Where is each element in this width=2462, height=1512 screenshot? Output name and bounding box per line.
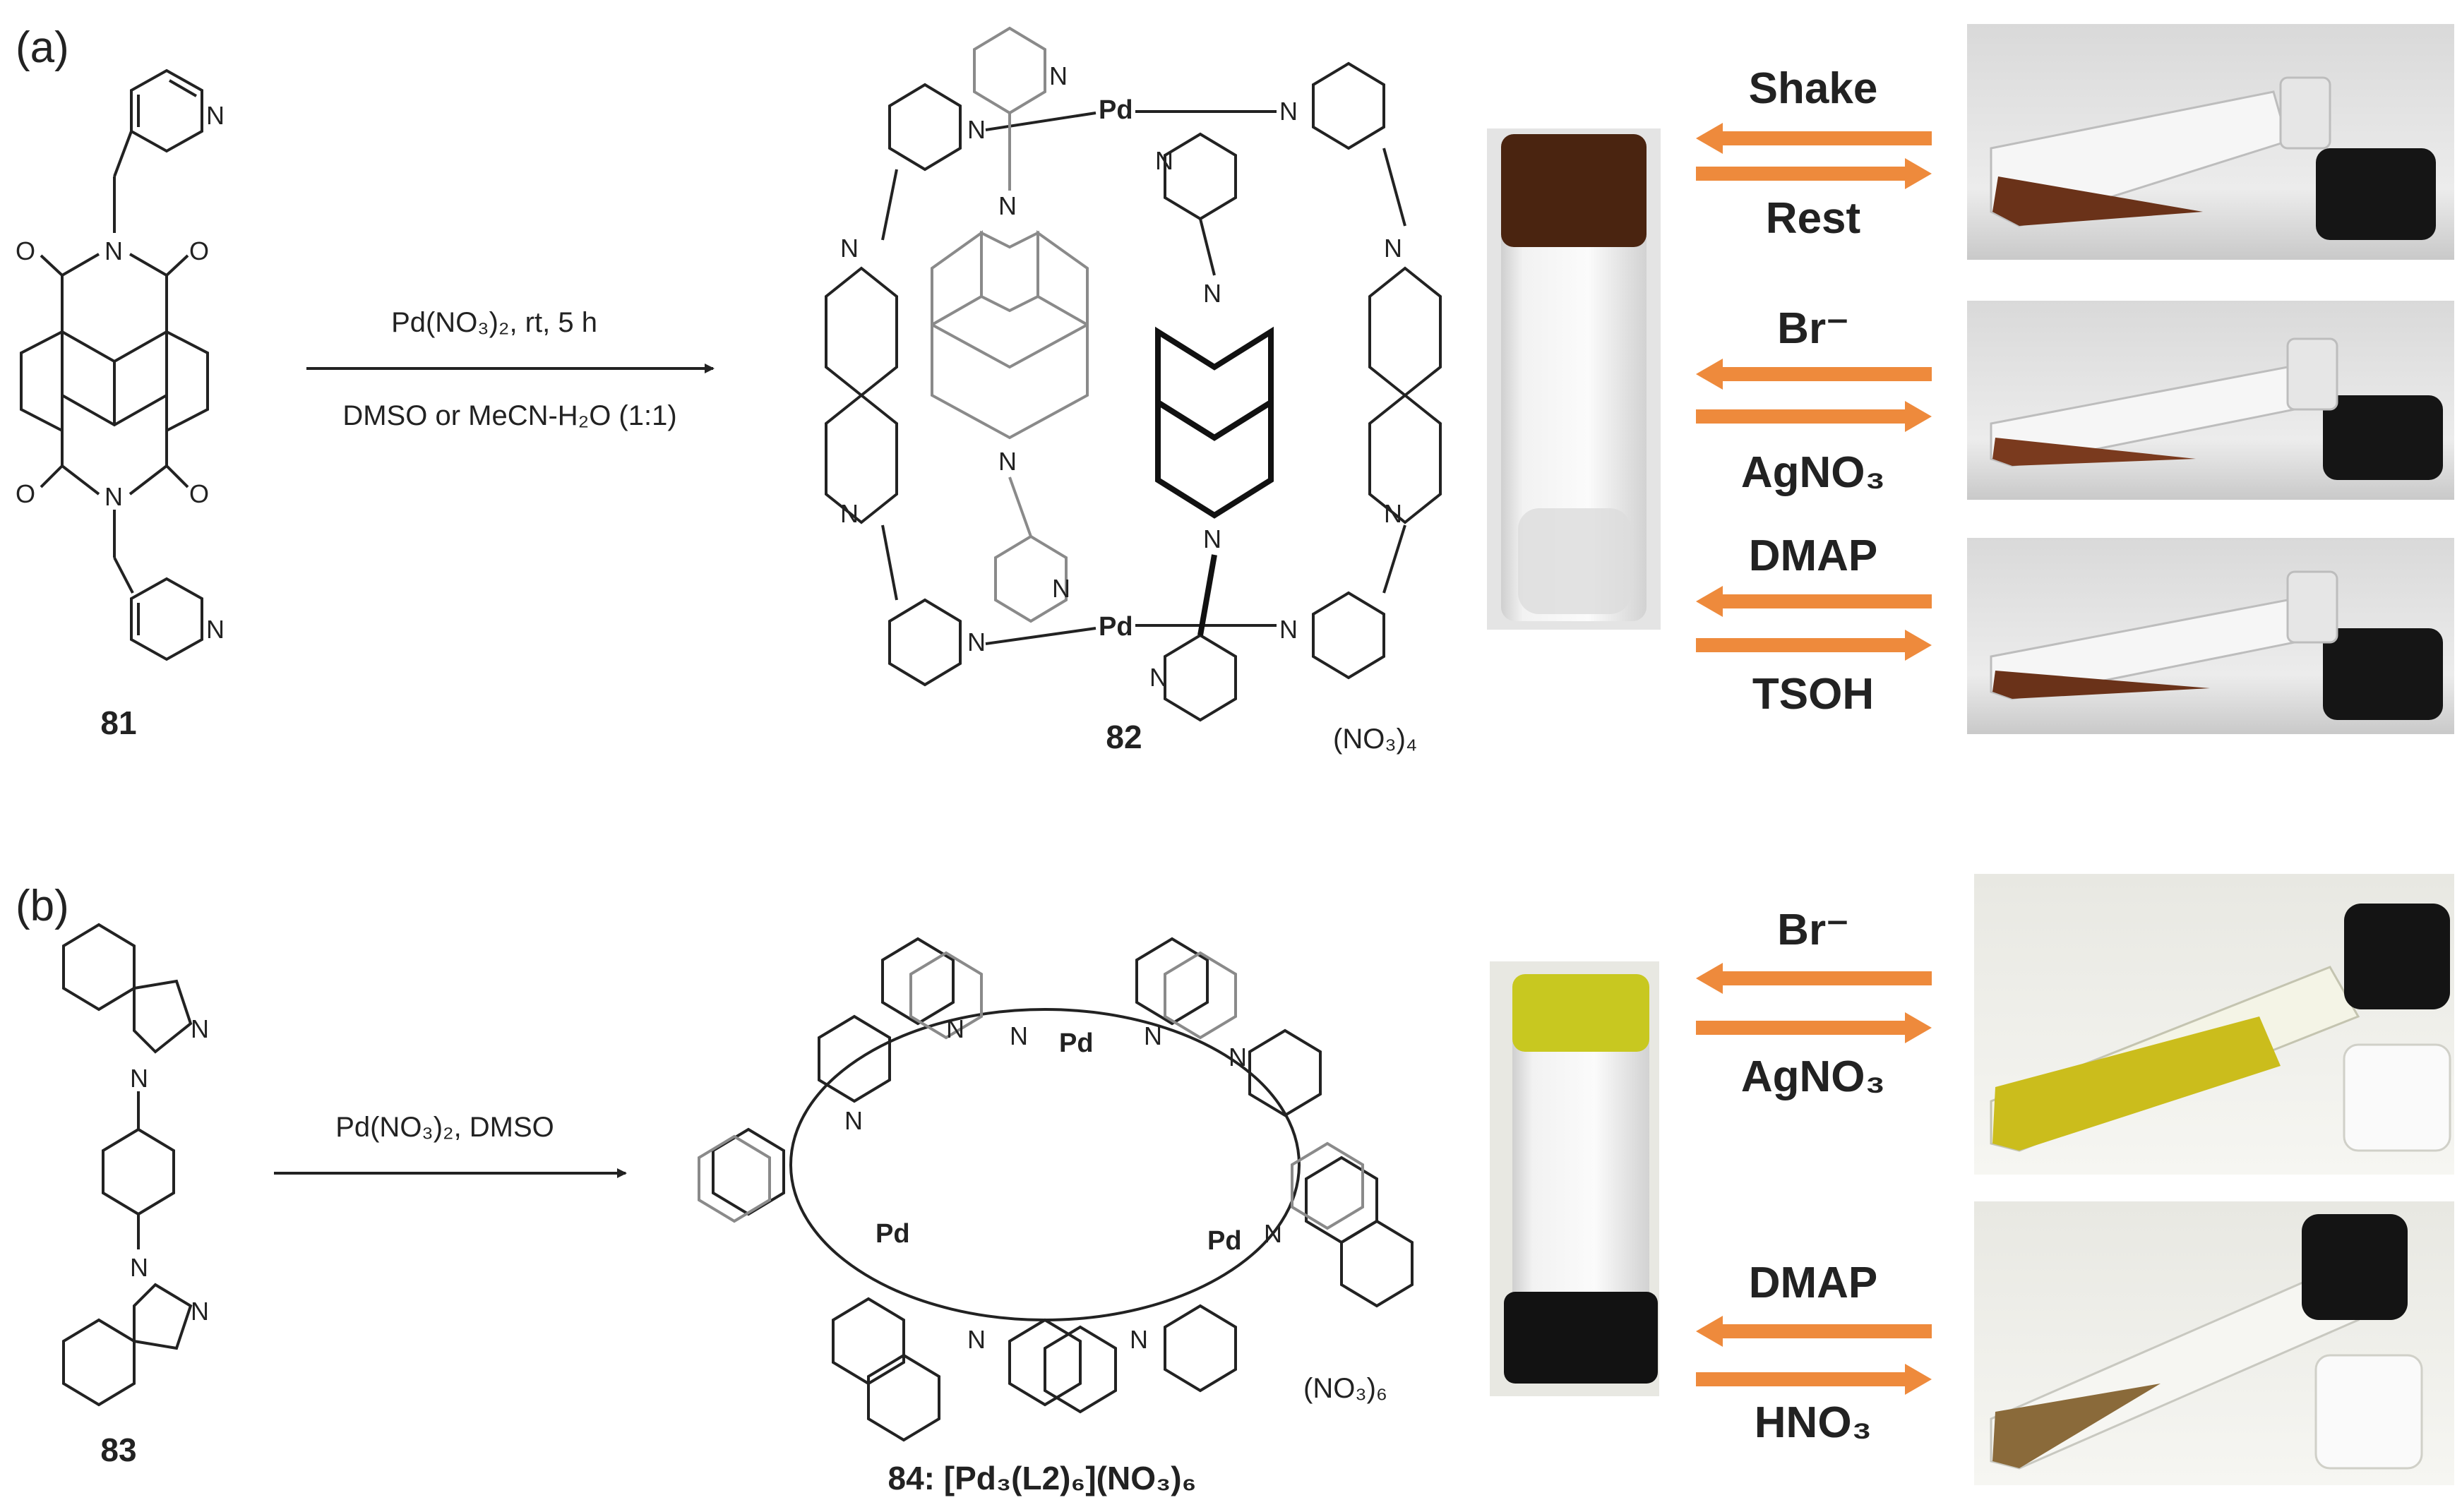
- atom-n: N: [998, 191, 1017, 220]
- atom-n: N: [1144, 1021, 1162, 1050]
- atom-o: O: [16, 479, 35, 508]
- atom-n: N: [840, 499, 859, 528]
- atom-n: N: [130, 1253, 148, 1282]
- stimulus-rest: Rest: [1766, 194, 1860, 243]
- stimulus-agno3: AgNO₃: [1741, 1052, 1885, 1101]
- ligand-81-structure: N N O O O O N N: [16, 68, 225, 661]
- atom-n: N: [998, 447, 1017, 476]
- cage-82-label: 82: [1106, 719, 1142, 755]
- sol-vial-photo-a3: [1967, 538, 2454, 734]
- ligand-83-structure: N N N N: [62, 923, 209, 1407]
- stimulus-tsoh: TSOH: [1752, 670, 1874, 719]
- gel-vial-photo-a: [1487, 128, 1661, 630]
- reverse-arrow: [1696, 359, 1932, 390]
- atom-n: N: [967, 115, 986, 144]
- atom-n: N: [1384, 234, 1402, 263]
- atom-n: N: [946, 1014, 964, 1043]
- stimulus-shake: Shake: [1749, 64, 1878, 113]
- atom-n: N: [1010, 1021, 1028, 1050]
- atom-n: N: [206, 101, 225, 130]
- forward-arrow: [1696, 1012, 1932, 1043]
- stimuli-panel-a: Shake Rest Br⁻ AgNO₃ DMAP TSOH: [1696, 64, 1932, 719]
- atom-pd: Pd: [876, 1219, 910, 1249]
- reverse-arrow: [1696, 963, 1932, 994]
- stimulus-bromide: Br⁻: [1777, 906, 1849, 954]
- stimulus-dmap: DMAP: [1749, 532, 1878, 580]
- atom-n: N: [191, 1297, 209, 1326]
- forward-arrow: [1696, 401, 1932, 432]
- atom-n: N: [844, 1106, 863, 1135]
- counterion-b: (NO₃)₆: [1303, 1373, 1387, 1404]
- atom-o: O: [189, 236, 209, 265]
- atom-n: N: [1155, 146, 1173, 175]
- atom-n: N: [1149, 663, 1168, 692]
- atom-n: N: [1229, 1043, 1247, 1072]
- forward-arrow: [1696, 1364, 1932, 1395]
- forward-arrow: [1696, 158, 1932, 189]
- forward-arrow: [1696, 630, 1932, 661]
- cage-82-structure: Pd Pd N N N N N N N N N N N: [825, 26, 1442, 722]
- ligand-81-label: 81: [100, 704, 136, 741]
- atom-n: N: [1203, 279, 1221, 308]
- atom-n: N: [206, 615, 225, 644]
- atom-o: O: [16, 236, 35, 265]
- conditions-a-top: Pd(NO₃)₂, rt, 5 h: [391, 307, 597, 338]
- stimulus-agno3: AgNO₃: [1741, 448, 1885, 497]
- sol-vial-photo-a2: [1967, 301, 2454, 500]
- atom-n: N: [191, 1014, 209, 1043]
- gel-vial-photo-b: [1490, 961, 1659, 1396]
- conditions-b: Pd(NO₃)₂, DMSO: [335, 1112, 554, 1143]
- atom-pd: Pd: [1099, 95, 1133, 125]
- sol-vial-photo-a1: [1967, 24, 2454, 260]
- atom-pd: Pd: [1059, 1028, 1094, 1058]
- atom-n: N: [1384, 499, 1402, 528]
- atom-n: N: [1264, 1219, 1282, 1248]
- atom-n: N: [104, 236, 123, 265]
- reverse-arrow: [1696, 1316, 1932, 1347]
- cage-84-structure: Pd Pd Pd N N N N N N N N: [698, 937, 1414, 1442]
- atom-n: N: [130, 1064, 148, 1093]
- panel-a-label: (a): [16, 23, 69, 72]
- atom-pd: Pd: [1207, 1226, 1242, 1256]
- ligand-83-label: 83: [100, 1432, 136, 1468]
- cage-84-label: 84: [Pd₃(L2)₆](NO₃)₆: [888, 1460, 1197, 1496]
- stimuli-panel-b: Br⁻ AgNO₃ DMAP HNO₃: [1696, 906, 1932, 1447]
- stimulus-bromide: Br⁻: [1777, 304, 1849, 353]
- atom-n: N: [1049, 61, 1068, 90]
- atom-pd: Pd: [1099, 612, 1133, 642]
- panel-b-label: (b): [16, 882, 69, 930]
- atom-n: N: [104, 482, 123, 511]
- atom-n: N: [1279, 97, 1298, 126]
- reverse-arrow: [1696, 123, 1932, 154]
- stimulus-hno3: HNO₃: [1755, 1398, 1872, 1447]
- conditions-a-bottom: DMSO or MeCN-H₂O (1:1): [342, 400, 676, 431]
- sol-vial-photo-b2: [1974, 1201, 2454, 1485]
- atom-n: N: [1203, 524, 1221, 553]
- sol-vial-photo-b1: [1974, 874, 2454, 1175]
- counterion-a: (NO₃)₄: [1333, 724, 1417, 755]
- atom-n: N: [967, 628, 986, 656]
- atom-o: O: [189, 479, 209, 508]
- reverse-arrow: [1696, 586, 1932, 617]
- atom-n: N: [840, 234, 859, 263]
- atom-n: N: [1130, 1325, 1148, 1354]
- atom-n: N: [1279, 615, 1298, 644]
- stimulus-dmap: DMAP: [1749, 1259, 1878, 1307]
- atom-n: N: [1052, 574, 1070, 603]
- atom-n: N: [967, 1325, 986, 1354]
